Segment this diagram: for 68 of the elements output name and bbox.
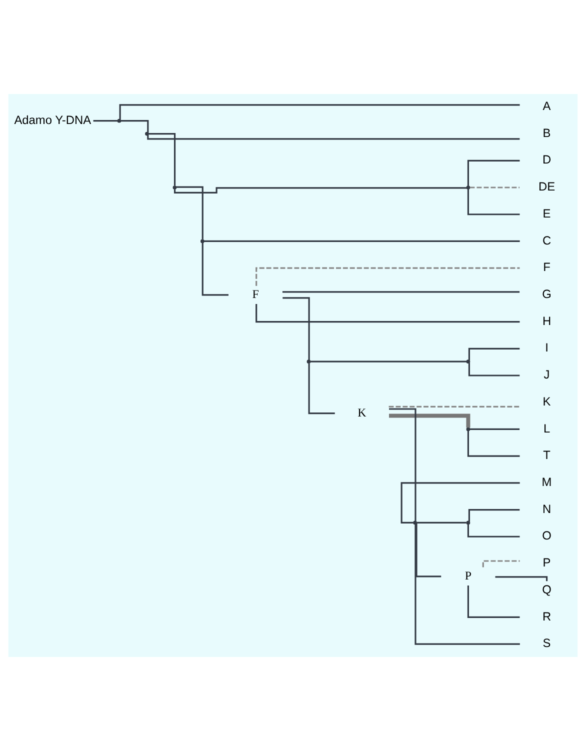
node-point <box>466 426 470 431</box>
node-text: K <box>358 404 366 419</box>
node-text: P <box>464 568 472 582</box>
connector <box>468 362 520 376</box>
connector <box>467 524 520 537</box>
node-text: R <box>542 608 552 623</box>
node-point <box>145 131 149 136</box>
node-text: S <box>542 636 551 650</box>
connector <box>468 347 520 360</box>
connector <box>467 430 520 456</box>
node-text: L <box>543 420 550 435</box>
node-text: C <box>542 232 552 247</box>
node-text: I <box>545 340 548 354</box>
node-text: DE <box>538 179 556 194</box>
connector <box>414 524 520 644</box>
connector <box>308 362 335 414</box>
node-text: O <box>542 528 552 542</box>
connector <box>467 159 520 186</box>
connector <box>256 304 520 322</box>
node-text: E <box>542 206 551 220</box>
node-point <box>172 185 177 189</box>
connector <box>482 560 520 567</box>
connector <box>389 408 416 521</box>
node-text: G <box>542 286 552 301</box>
node-text: B <box>542 125 551 140</box>
node-point <box>466 520 470 524</box>
node-point <box>466 185 470 189</box>
node-text: A <box>542 98 551 113</box>
node-text: P <box>542 555 551 570</box>
connector <box>148 132 176 186</box>
connector <box>310 360 467 362</box>
node-text: F <box>252 286 259 301</box>
node-text: J <box>544 367 550 382</box>
connector <box>256 266 520 286</box>
connector <box>120 120 149 132</box>
node-text: Adamo Y-DNA <box>14 112 92 126</box>
node-point <box>200 238 204 243</box>
connector <box>282 296 310 360</box>
connector <box>416 522 442 577</box>
node-text: D <box>542 152 552 166</box>
connector <box>204 240 520 242</box>
connector <box>468 508 520 522</box>
connector <box>388 405 520 407</box>
node-text: T <box>543 448 550 462</box>
node-point <box>306 359 311 363</box>
node-point <box>466 359 470 363</box>
connector <box>389 413 470 428</box>
connector <box>176 186 204 239</box>
connector <box>282 290 520 292</box>
connector <box>470 428 520 430</box>
node-text: M <box>542 474 552 489</box>
connector <box>400 482 520 523</box>
connector <box>467 188 520 215</box>
connector <box>119 104 520 119</box>
node-text: N <box>542 501 552 516</box>
node-text: F <box>543 260 550 274</box>
connector <box>147 134 520 140</box>
node-text: H <box>542 313 552 328</box>
connector <box>416 521 466 523</box>
node-text: Q <box>542 582 552 596</box>
node-point <box>117 118 122 122</box>
connector <box>202 242 228 296</box>
connector <box>93 120 118 122</box>
connector <box>470 186 520 188</box>
connector <box>467 584 520 618</box>
connector <box>174 186 467 193</box>
node-text: K <box>542 394 551 408</box>
node-point <box>413 520 417 524</box>
